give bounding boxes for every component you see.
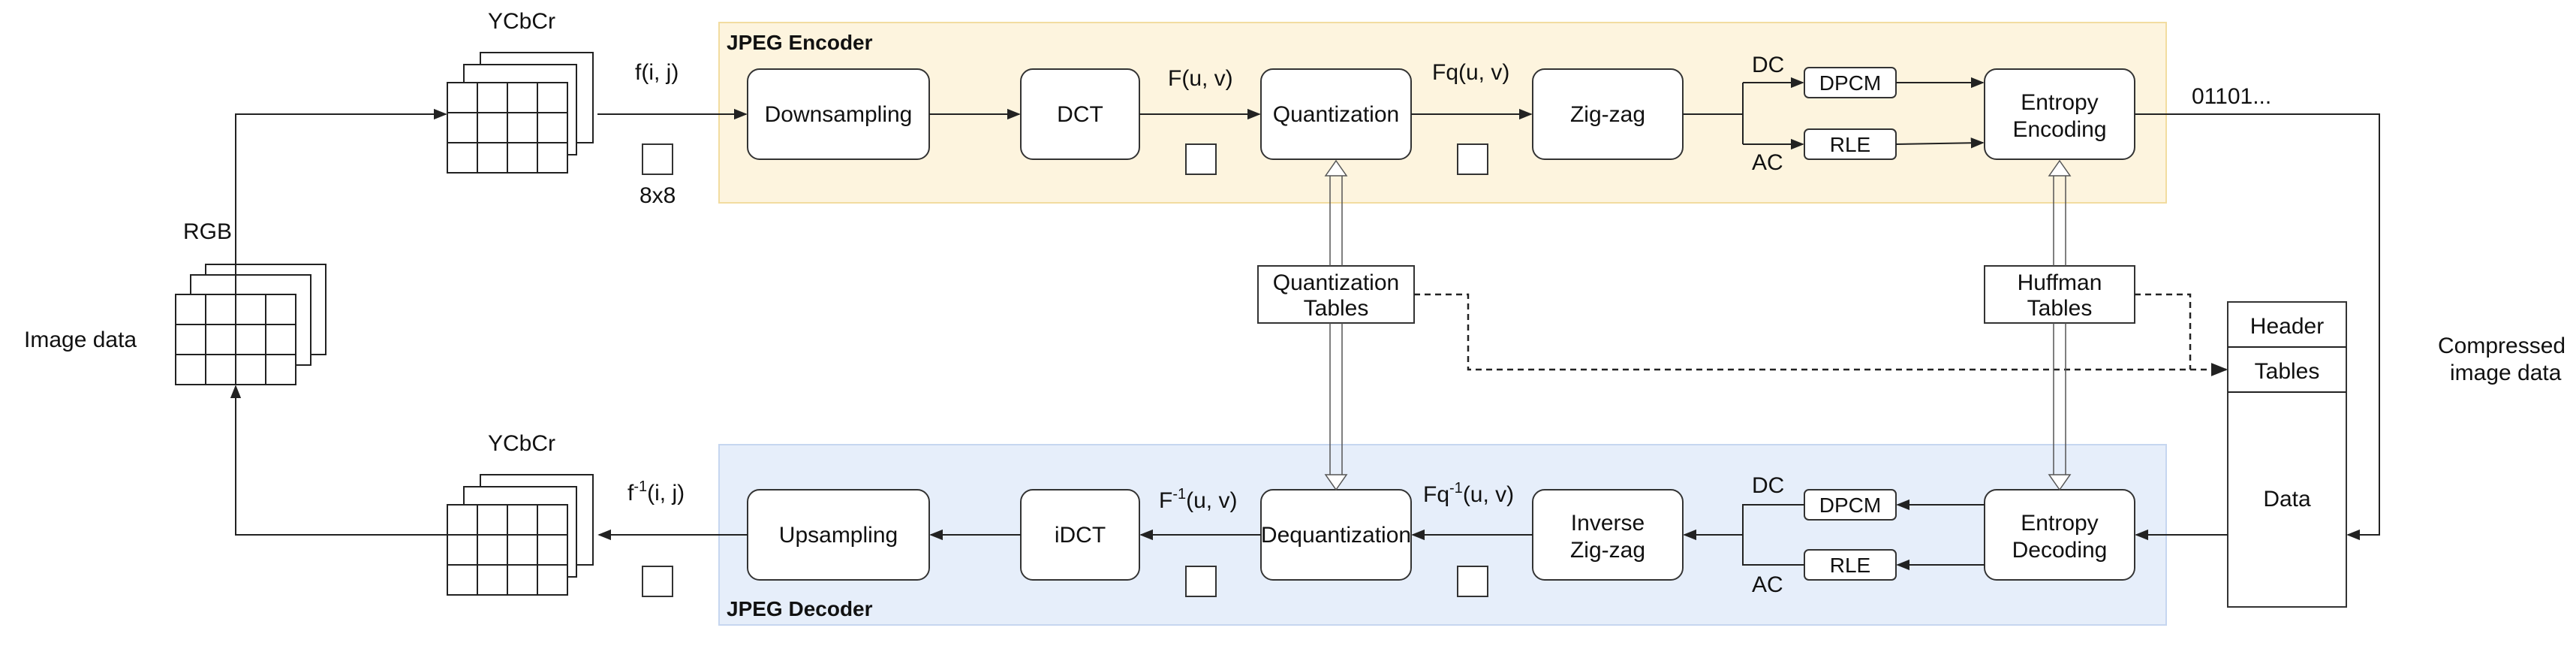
svg-text:f-1(i, j): f-1(i, j): [627, 478, 685, 506]
finv-uv-label: F-1(u, v): [1159, 486, 1237, 513]
quantization-tables-label-2: Tables: [1304, 296, 1369, 321]
bitstream-label: 01101...: [2192, 84, 2271, 109]
entropy-decoding-label-1: Entropy: [2021, 511, 2098, 536]
ycbcr-top-stack: [447, 52, 594, 174]
inverse-zigzag-label-1: Inverse: [1571, 511, 1645, 536]
image-data-label: Image data: [24, 327, 137, 352]
zigzag-label: Zig-zag: [1570, 102, 1645, 127]
compressed-file: [2227, 301, 2347, 608]
finv-ij-label: f-1(i, j): [627, 478, 685, 506]
ycbcr-top-label: YCbCr: [488, 9, 555, 34]
block-marker-bottom-2: [1457, 566, 1488, 597]
downsampling-label: Downsampling: [765, 102, 913, 127]
dpcm-decoder-label: DPCM: [1819, 494, 1881, 517]
coeff-block-marker-2: [1457, 143, 1488, 175]
svg-text:Fq-1(u, v): Fq-1(u, v): [1423, 480, 1514, 507]
quantization-tables-box: [1257, 265, 1415, 324]
ycbcr-bottom-stack: [447, 474, 594, 596]
fuv-label: F(u, v): [1168, 66, 1233, 91]
fqinv-uv-label: Fq-1(u, v): [1423, 480, 1514, 507]
rle-encoder-label: RLE: [1830, 133, 1870, 156]
rgb-label: RGB: [183, 219, 232, 244]
entropy-encoding-label-2: Encoding: [2012, 117, 2106, 142]
entropy-decoding-label-2: Decoding: [2012, 538, 2108, 563]
block-size-label: 8x8: [639, 183, 676, 208]
dc-top-label: DC: [1752, 53, 1784, 77]
huffman-tables-label-2: Tables: [2027, 296, 2093, 321]
entropy-encoding-label-1: Entropy: [2021, 90, 2098, 115]
dpcm-encoder-label: DPCM: [1819, 71, 1881, 95]
quantization-tables-label-1: Quantization: [1273, 270, 1399, 295]
inverse-zigzag-label-2: Zig-zag: [1570, 538, 1645, 563]
svg-text:F-1(u, v): F-1(u, v): [1159, 486, 1237, 513]
ac-bottom-label: AC: [1752, 572, 1783, 597]
dct-label: DCT: [1057, 102, 1103, 127]
huffman-tables-label-1: Huffman: [2018, 270, 2102, 295]
huffman-tables-box: [1984, 265, 2135, 324]
idct-label: iDCT: [1055, 523, 1106, 548]
encoder-region: [718, 22, 2167, 204]
ycbcr-bottom-label: YCbCr: [488, 431, 555, 456]
upsampling-label: Upsampling: [779, 523, 898, 548]
rgb-image-stack: [175, 264, 327, 385]
block-marker-bottom-1: [1185, 566, 1217, 597]
ac-top-label: AC: [1752, 150, 1783, 175]
file-data-label: Data: [2263, 487, 2311, 512]
block-8x8-marker: [642, 143, 673, 175]
dc-bottom-label: DC: [1752, 473, 1784, 498]
fquv-label: Fq(u, v): [1432, 60, 1509, 85]
quantization-label: Quantization: [1273, 102, 1399, 127]
block-marker-bottom-0: [642, 566, 673, 597]
dequantization-label: Dequantization: [1261, 523, 1411, 548]
encoder-title: JPEG Encoder: [727, 31, 873, 54]
file-header-label: Header: [2250, 314, 2324, 339]
compressed-label-2: image data: [2450, 361, 2562, 385]
compressed-label-1: Compressed: [2438, 334, 2565, 358]
file-tables-label: Tables: [2255, 359, 2320, 384]
rle-decoder-label: RLE: [1830, 554, 1870, 577]
coeff-block-marker-1: [1185, 143, 1217, 175]
connectors: [230, 77, 2380, 571]
fij-label: f(i, j): [635, 60, 679, 85]
decoder-title: JPEG Decoder: [727, 597, 873, 620]
